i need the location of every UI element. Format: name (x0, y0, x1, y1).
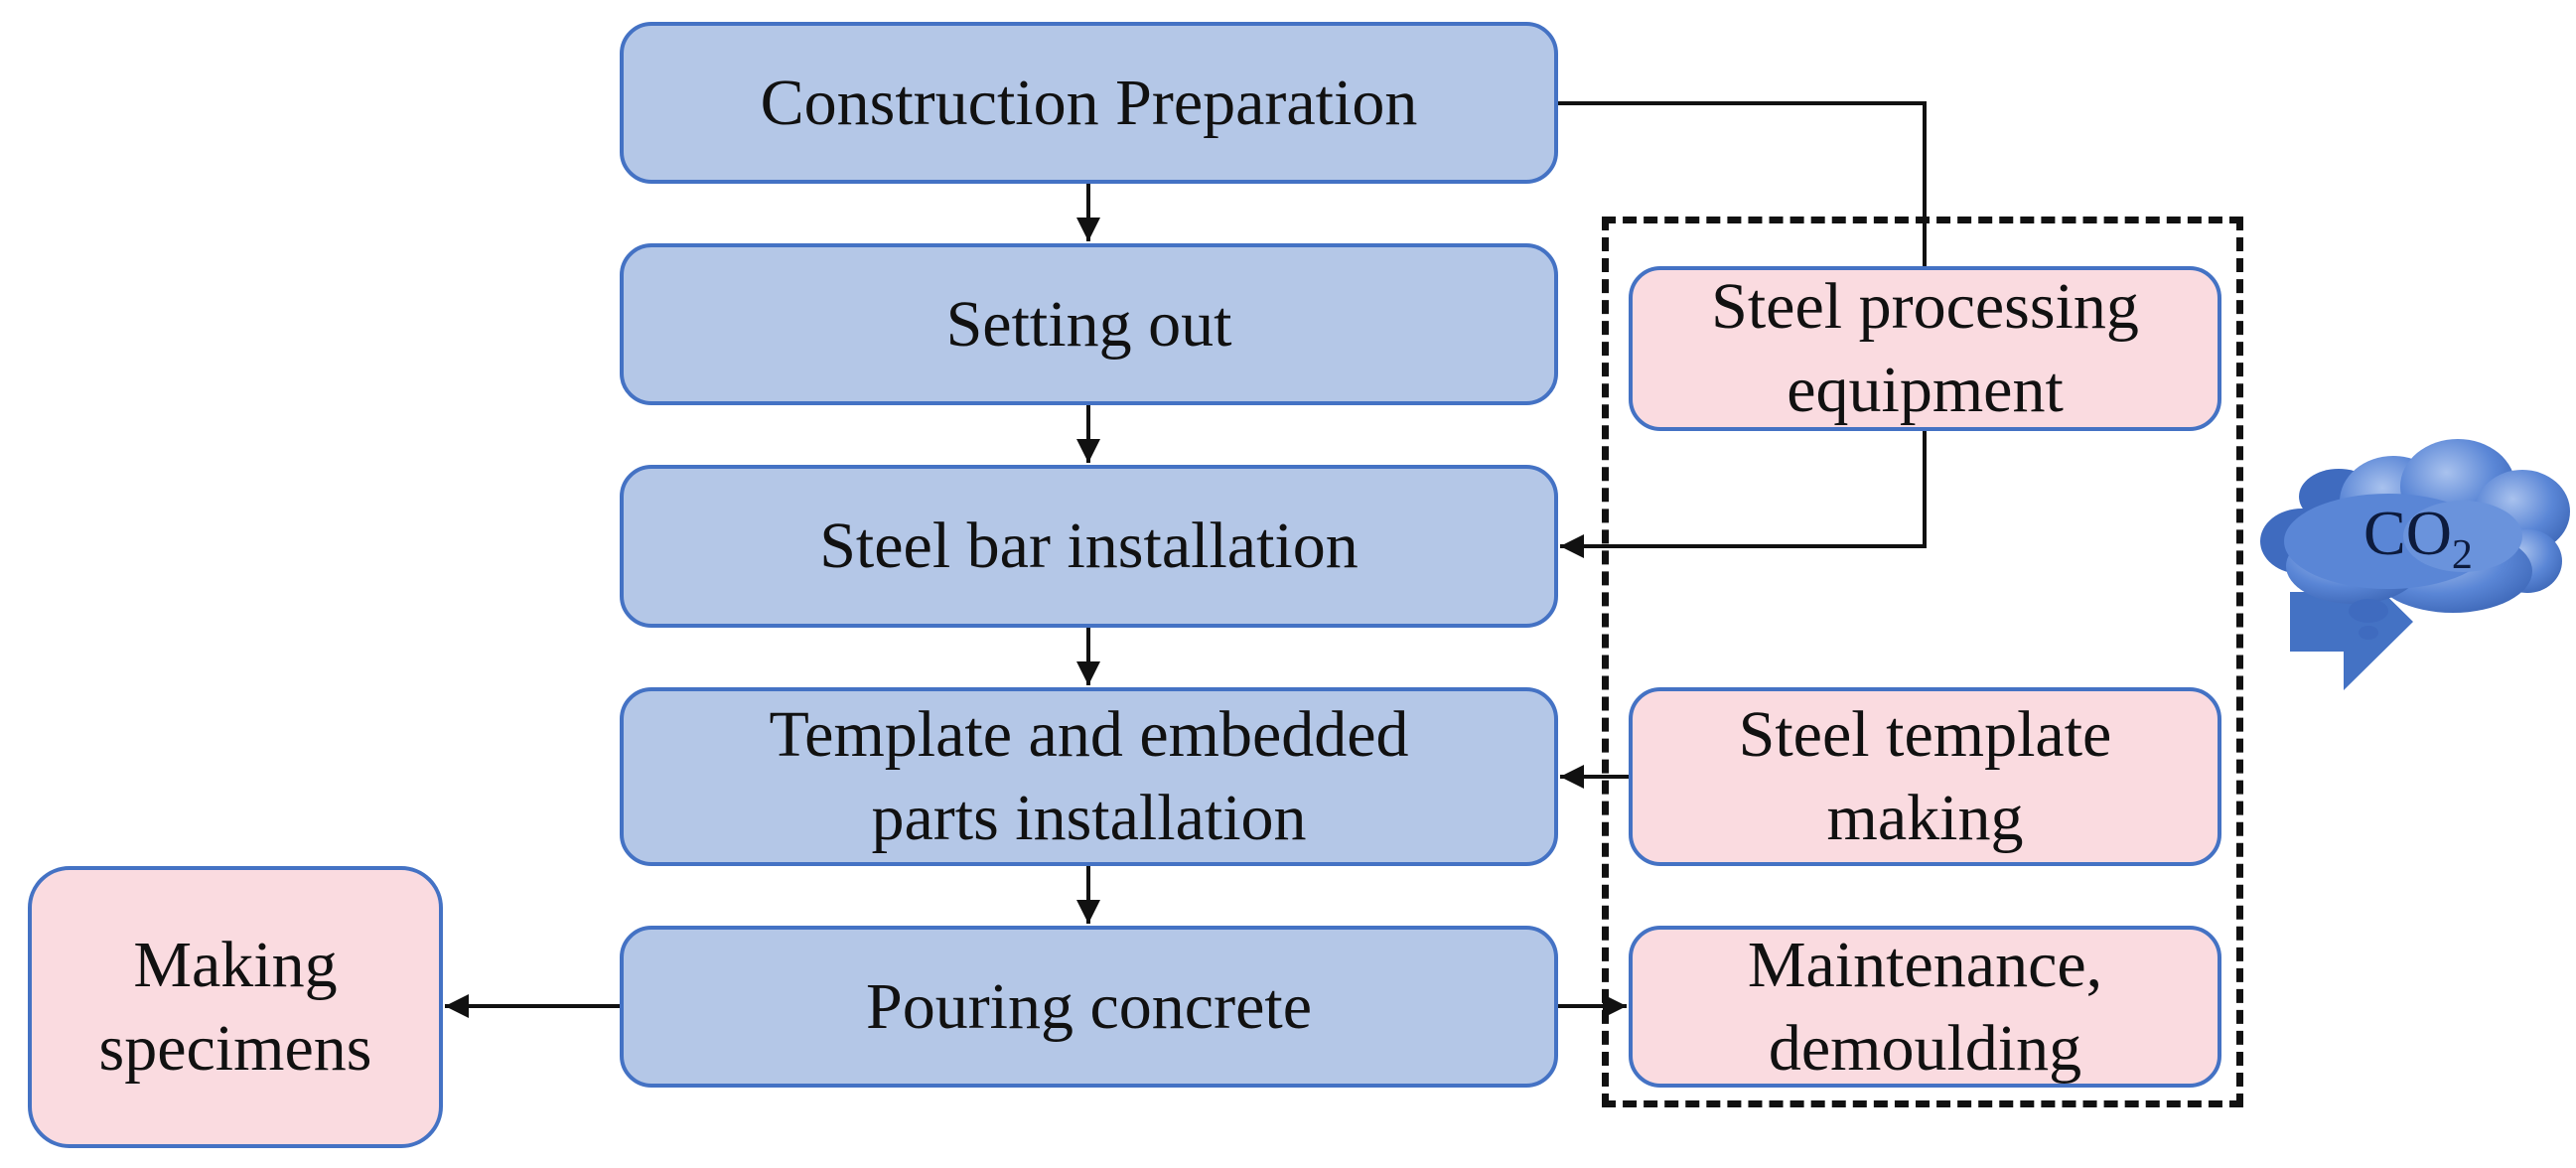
template-installation-label-line2: parts installation (871, 782, 1307, 854)
co2-label: CO2 (2363, 497, 2473, 579)
pouring-concrete-label: Pouring concrete (865, 969, 1312, 1043)
emission-boundary (1602, 217, 2243, 1107)
template-installation-box: Template and embedded parts installation (620, 687, 1558, 866)
co2-label-main: CO (2363, 498, 2452, 568)
arrow-steel-processing-to-bar (1560, 431, 1927, 558)
maintenance-demoulding-box: Maintenance, demoulding (1629, 926, 2221, 1088)
steel-processing-equipment-box: Steel processing equipment (1629, 266, 2221, 431)
steel-bar-installation-label: Steel bar installation (819, 510, 1359, 583)
making-specimens-box: Making specimens (28, 866, 443, 1148)
steel-template-label-line2: making (1826, 782, 2024, 854)
maintenance-label-line1: Maintenance, (1747, 928, 2103, 1001)
setting-out-box: Setting out (620, 243, 1558, 405)
steel-template-label-line1: Steel template (1738, 698, 2112, 772)
setting-out-label: Setting out (945, 287, 1232, 361)
co2-cloud-icon (2260, 439, 2570, 640)
template-installation-label-line1: Template and embedded (769, 698, 1409, 772)
steel-processing-label-line1: Steel processing (1711, 270, 2139, 344)
steel-processing-label-line2: equipment (1787, 354, 2064, 426)
maintenance-label-line2: demoulding (1768, 1011, 2082, 1085)
pouring-concrete-box: Pouring concrete (620, 926, 1558, 1088)
line-prep-to-steel-processing (1558, 101, 1927, 266)
steel-template-making-box: Steel template making (1629, 687, 2221, 866)
construction-preparation-label: Construction Preparation (760, 66, 1418, 139)
co2-arrow-icon (2290, 553, 2413, 690)
making-specimens-label-line1: Making (133, 929, 338, 1002)
making-specimens-label-line2: specimens (98, 1012, 372, 1085)
construction-preparation-box: Construction Preparation (620, 22, 1558, 184)
co2-label-subscript: 2 (2451, 531, 2473, 578)
steel-bar-installation-box: Steel bar installation (620, 465, 1558, 628)
